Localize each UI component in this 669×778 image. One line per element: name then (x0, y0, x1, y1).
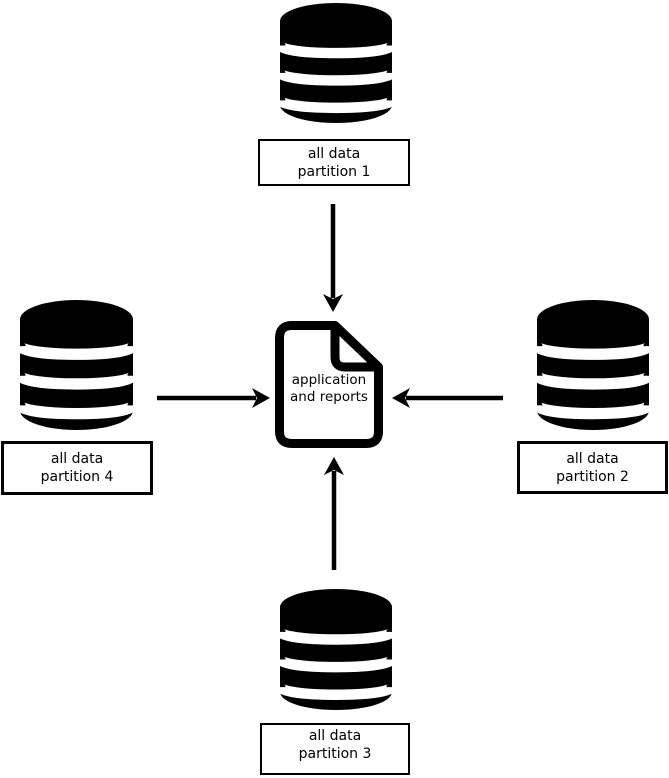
label-line: all data (308, 728, 362, 744)
label-line: partition 4 (40, 469, 114, 485)
partition-1-label-box: all data partition 1 (258, 139, 410, 186)
database-icon (280, 3, 392, 123)
label-line: all data (566, 450, 619, 467)
arrow-down-icon (323, 204, 343, 312)
arrow-up-icon (324, 457, 344, 570)
database-icon (537, 300, 649, 430)
label-line: partition 2 (556, 468, 629, 485)
arrow-right-icon (157, 388, 270, 408)
label-line: and reports (290, 388, 368, 405)
label-line: partition 3 (298, 746, 372, 762)
database-icon (280, 589, 392, 710)
document-icon (275, 321, 383, 448)
database-icon (20, 300, 133, 430)
label-line: partition 1 (297, 163, 371, 180)
label-line: all data (307, 145, 361, 162)
partition-2-label-box: all data partition 2 (517, 441, 668, 494)
center-node-label: application and reports (275, 372, 383, 405)
label-line: application (291, 372, 367, 388)
arrow-left-icon (392, 388, 503, 408)
partition-3-label-box: all data partition 3 (260, 723, 410, 775)
partition-4-label-box: all data partition 4 (1, 441, 153, 495)
label-line: all data (50, 451, 104, 467)
